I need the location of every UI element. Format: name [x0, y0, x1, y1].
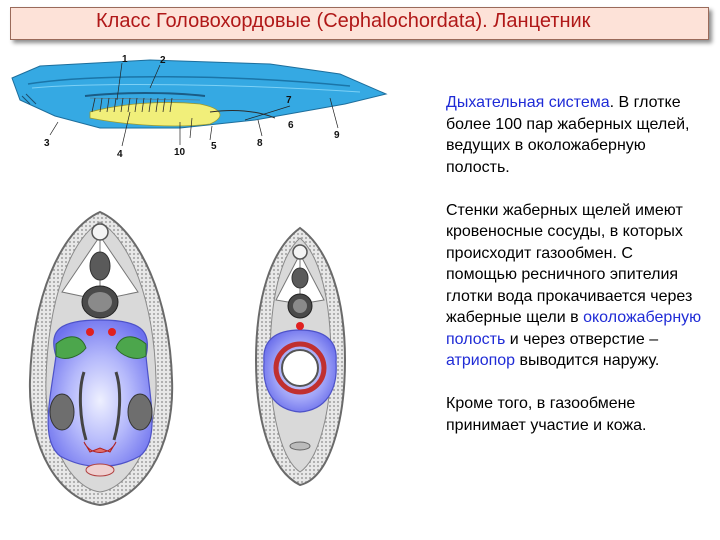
- label-3: 3: [44, 138, 50, 149]
- paragraph-1-rest: . В глотке более 100 пар жаберных щелей,…: [446, 94, 690, 176]
- label-2: 2: [160, 55, 166, 66]
- paragraph-2-part-a: Стенки жаберных щелей имеют кровеносные …: [446, 201, 693, 327]
- term-respiratory-system: Дыхательная система: [446, 94, 610, 111]
- paragraph-2-part-b: и через отверстие –: [505, 330, 659, 348]
- paragraph-skin: Кроме того, в газообмене принимает участ…: [446, 395, 647, 434]
- cross-section-large: [28, 210, 174, 507]
- cross-section-small: [254, 226, 347, 487]
- label-5: 5: [211, 141, 217, 152]
- label-10: 10: [174, 147, 186, 158]
- label-7: 7: [286, 95, 292, 106]
- term-peribranchial-cavity: околожаберную полость: [446, 309, 702, 348]
- label-4: 4: [117, 149, 123, 160]
- slide-title: Класс Головохордовые (Cephalochordata). …: [96, 10, 591, 32]
- paragraph-2-part-c: выводится наружу.: [515, 352, 660, 369]
- label-6: 6: [288, 120, 294, 131]
- title-banner: [10, 7, 709, 40]
- description-text: Дыхательная система. В глотке более 100 …: [418, 92, 708, 436]
- label-1: 1: [122, 54, 128, 65]
- paragraph-gill-walls: Стенки жаберных щелей имеют кровеносные …: [418, 200, 708, 372]
- lancelet-side-view: 1 2 3 4 5 6 7 8 9 10: [11, 54, 388, 160]
- term-atriopore: атриопор: [446, 352, 516, 369]
- paragraph-respiratory: Дыхательная система. В глотке более 100 …: [418, 92, 708, 178]
- label-8: 8: [257, 138, 263, 149]
- label-9: 9: [334, 130, 340, 141]
